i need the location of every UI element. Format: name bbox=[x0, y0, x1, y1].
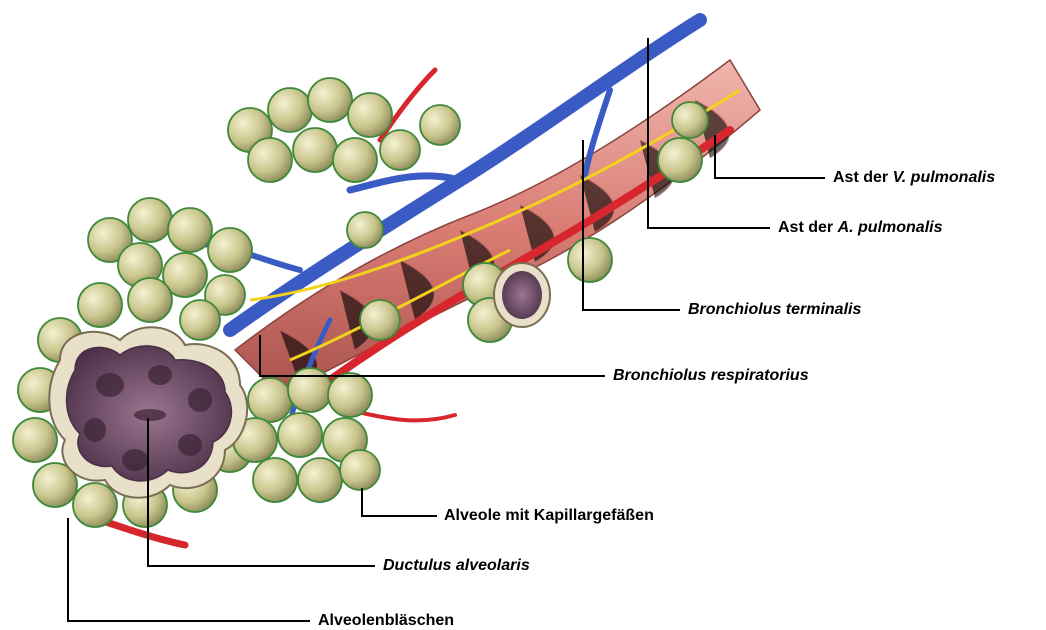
label-a-pulmonalis: Ast der A. pulmonalis bbox=[778, 218, 942, 238]
label-alveolenblaeschen: Alveolenbläschen bbox=[318, 611, 454, 630]
label-bronchiolus-terminalis: Bronchiolus terminalis bbox=[688, 300, 861, 320]
label-ductulus-alveolaris: Ductulus alveolaris bbox=[383, 556, 530, 576]
label-alveole-kapillar: Alveole mit Kapillargefäßen bbox=[444, 506, 654, 526]
label-bronchiolus-respiratorius: Bronchiolus respiratorius bbox=[613, 366, 809, 386]
label-v-pulmonalis: Ast der V. pulmonalis bbox=[833, 168, 995, 188]
